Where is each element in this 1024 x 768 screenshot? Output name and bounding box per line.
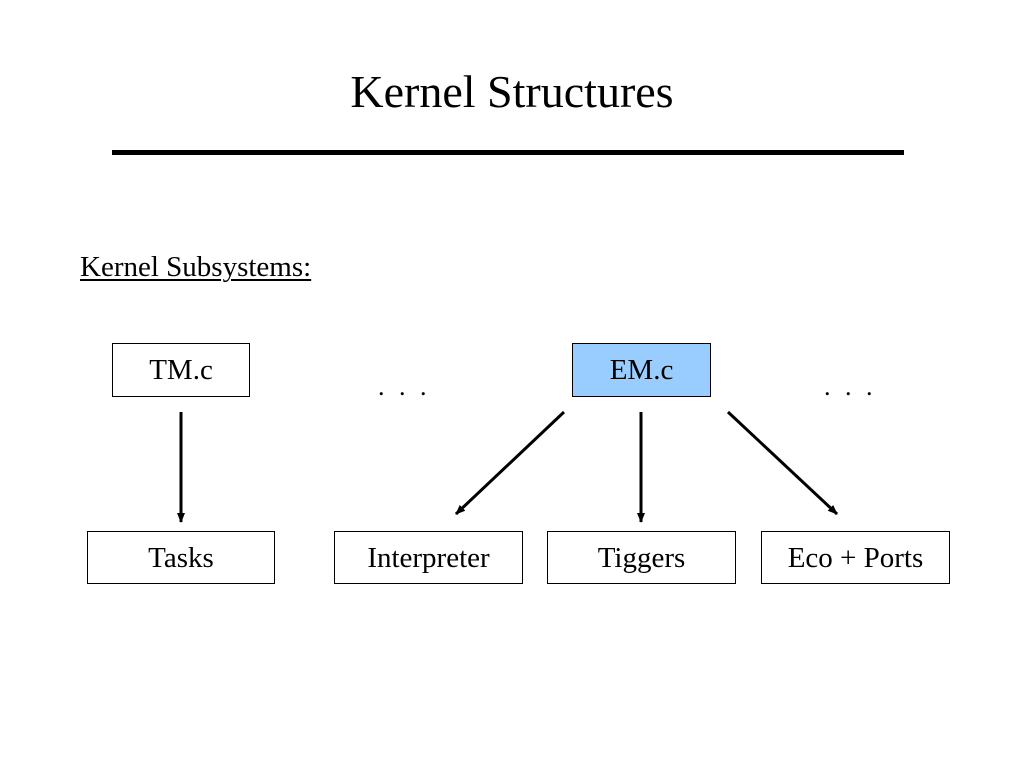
ellipsis-right: . . .	[824, 372, 877, 401]
ellipsis-left: . . .	[378, 372, 431, 401]
slide-title: Kernel Structures	[350, 66, 674, 117]
node-tiggers: Tiggers	[547, 531, 736, 584]
arrow-em-to-eco-ports	[726, 410, 839, 516]
node-eco-ports: Eco + Ports	[761, 531, 950, 584]
node-tm-c: TM.c	[112, 343, 250, 397]
title-rule	[112, 150, 904, 155]
node-tasks: Tasks	[87, 531, 275, 584]
section-heading: Kernel Subsystems:	[80, 251, 312, 283]
arrow-em-to-interpreter	[454, 410, 566, 516]
node-interpreter: Interpreter	[334, 531, 523, 584]
node-em-c: EM.c	[572, 343, 711, 397]
